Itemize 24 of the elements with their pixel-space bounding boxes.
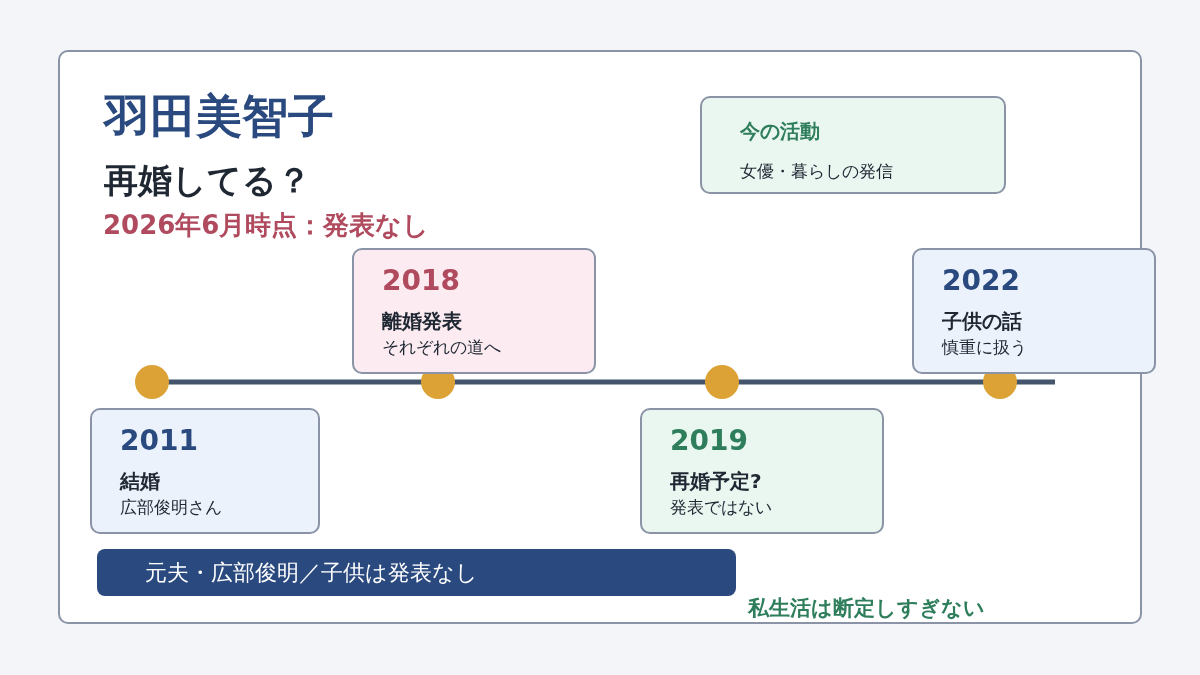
event-card: [640, 408, 884, 534]
year-label: 2019: [670, 424, 748, 457]
event-note: 慎重に扱う: [942, 336, 1027, 359]
event-title: 再婚予定?: [670, 468, 762, 495]
year-label: 2018: [382, 264, 460, 297]
event-card: [912, 248, 1156, 374]
event-title: 子供の話: [942, 308, 1022, 335]
footer-note: 私生活は断定しすぎない: [748, 595, 985, 622]
card-text: 女優・暮らしの発信: [740, 160, 893, 183]
event-card: [90, 408, 320, 534]
event-card: [352, 248, 596, 374]
title: 羽田美智子: [104, 88, 334, 145]
status-note: 2026年6月時点：発表なし: [103, 209, 430, 242]
subtitle: 再婚してる？: [104, 159, 311, 202]
event-title: 結婚: [120, 468, 160, 495]
year-label: 2022: [942, 264, 1020, 297]
event-note: 広部俊明さん: [120, 496, 222, 519]
banner-bar: 元夫・広部俊明／子供は発表なし: [97, 549, 736, 596]
year-label: 2011: [120, 424, 198, 457]
info-card: [700, 96, 1006, 194]
event-title: 離婚発表: [382, 308, 462, 335]
event-note: それぞれの道へ: [382, 336, 501, 359]
event-note: 発表ではない: [670, 496, 772, 519]
card-heading: 今の活動: [740, 118, 820, 145]
